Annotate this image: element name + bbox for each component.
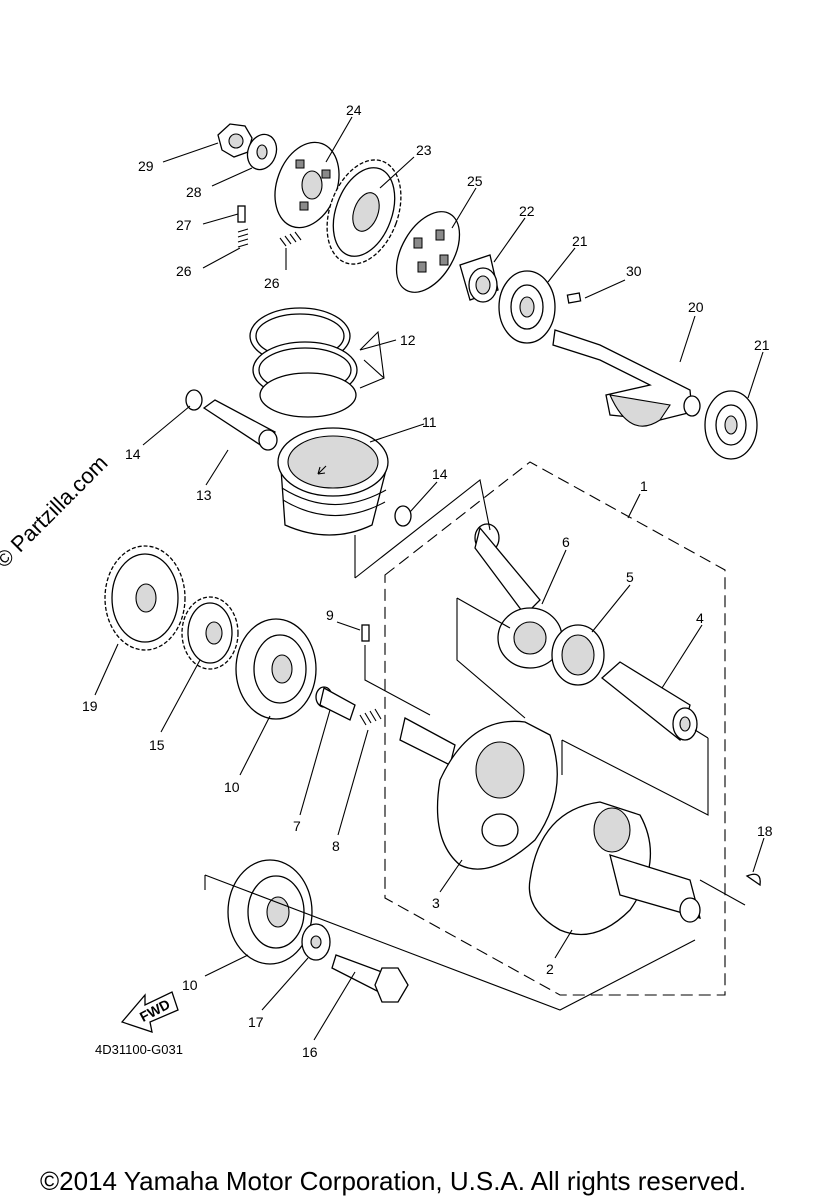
part-21-bearing-upper[interactable]: [498, 270, 556, 344]
callout-19: 19: [82, 698, 98, 714]
part-3-crank-left[interactable]: [399, 717, 558, 870]
part-26-spring-left[interactable]: [237, 228, 249, 248]
callout-3: 3: [432, 895, 440, 911]
callout-8: 8: [332, 838, 340, 854]
part-6-connecting-rod[interactable]: [474, 523, 563, 669]
part-16-bolt[interactable]: [331, 954, 409, 1003]
fwd-arrow-icon: FWD: [120, 991, 179, 1033]
callout-10-upper: 10: [224, 779, 240, 795]
part-10-bearing-lower[interactable]: [227, 859, 313, 965]
callout-20: 20: [688, 299, 704, 315]
callout-26-right: 26: [264, 275, 280, 291]
callout-14-left: 14: [125, 446, 141, 462]
part-20-balancer-shaft[interactable]: [552, 329, 701, 427]
part-22-collar[interactable]: [459, 254, 499, 303]
part-9-pin[interactable]: [361, 624, 370, 642]
callout-1: 1: [640, 478, 648, 494]
callout-17: 17: [248, 1014, 264, 1030]
part-12-piston-rings[interactable]: [249, 307, 358, 418]
callout-24: 24: [346, 102, 362, 118]
part-5-needle-bearing[interactable]: [551, 624, 605, 686]
callout-26-left: 26: [176, 263, 192, 279]
callout-21-lower: 21: [754, 337, 770, 353]
part-24-plate[interactable]: [264, 133, 350, 236]
crankshaft-assembly-boundary: [384, 461, 726, 996]
part-11-piston[interactable]: [277, 427, 389, 536]
callout-9: 9: [326, 607, 334, 623]
callout-16: 16: [302, 1044, 318, 1060]
part-30-key[interactable]: [566, 292, 582, 304]
part-15-gear[interactable]: [181, 596, 239, 670]
callout-27: 27: [176, 217, 192, 233]
part-4-crank-pin[interactable]: [600, 661, 698, 742]
callout-6: 6: [562, 534, 570, 550]
alignment-lines: [204, 330, 746, 1011]
part-14-circlip-right[interactable]: [394, 505, 412, 527]
part-14-circlip-left[interactable]: [185, 389, 203, 411]
part-8-spring[interactable]: [359, 708, 382, 726]
callout-29: 29: [138, 158, 154, 174]
callout-22: 22: [519, 203, 535, 219]
callout-13: 13: [196, 487, 212, 503]
callout-15: 15: [149, 737, 165, 753]
part-7-bolt[interactable]: [315, 686, 356, 721]
part-21-bearing-lower[interactable]: [704, 390, 758, 460]
diagram-code: 4D31100-G031: [95, 1042, 183, 1057]
callout-4: 4: [696, 610, 704, 626]
callout-14-right: 14: [432, 466, 448, 482]
callout-21-upper: 21: [572, 233, 588, 249]
part-13-piston-pin[interactable]: [202, 399, 278, 451]
callout-12: 12: [400, 332, 416, 348]
leader-lines: [94, 116, 765, 1041]
callout-2: 2: [546, 961, 554, 977]
callout-5: 5: [626, 569, 634, 585]
part-28-lock-washer[interactable]: [243, 130, 282, 173]
part-19-gear[interactable]: [104, 545, 186, 651]
callout-10-lower: 10: [182, 977, 198, 993]
callout-25: 25: [467, 173, 483, 189]
part-18-key[interactable]: [745, 873, 761, 887]
callout-7: 7: [293, 818, 301, 834]
callout-30: 30: [626, 263, 642, 279]
part-2-crank-right[interactable]: [528, 801, 701, 936]
callout-11: 11: [422, 414, 437, 430]
callout-23: 23: [416, 142, 432, 158]
part-25-plate[interactable]: [383, 201, 472, 303]
part-26-spring-right[interactable]: [279, 231, 302, 247]
part-10-bearing-upper[interactable]: [235, 618, 317, 720]
callout-28: 28: [186, 184, 202, 200]
part-17-washer[interactable]: [301, 923, 331, 961]
copyright-notice: ©2014 Yamaha Motor Corporation, U.S.A. A…: [40, 1166, 747, 1196]
callout-18: 18: [757, 823, 773, 839]
part-27-pin[interactable]: [237, 205, 246, 223]
part-29-nut[interactable]: [217, 123, 253, 158]
